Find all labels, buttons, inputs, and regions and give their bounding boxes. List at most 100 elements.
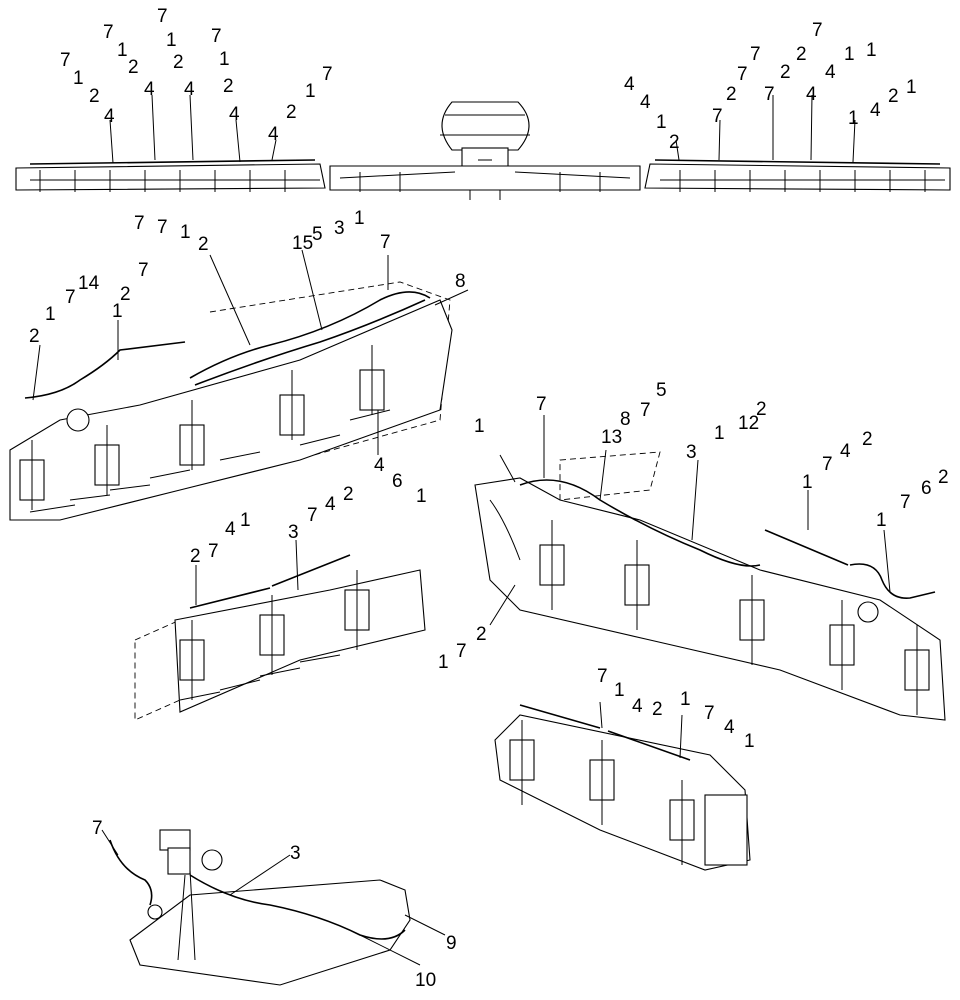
callout: 1 xyxy=(73,68,84,89)
callout: 1 xyxy=(112,301,123,322)
callout: 2 xyxy=(726,84,737,105)
callout: 7 xyxy=(640,400,651,421)
callout: 7 xyxy=(65,287,76,308)
callout: 4 xyxy=(268,124,279,145)
callout: 3 xyxy=(334,218,345,239)
callout: 7 xyxy=(900,492,911,513)
callout: 7 xyxy=(764,84,775,105)
callout: 7 xyxy=(712,106,723,127)
callout: 4 xyxy=(632,696,643,717)
callout: 7 xyxy=(536,394,547,415)
callout: 1 xyxy=(219,49,230,70)
callout: 4 xyxy=(325,494,336,515)
callout: 2 xyxy=(938,467,949,488)
callout: 2 xyxy=(223,76,234,97)
callout: 4 xyxy=(640,92,651,113)
callout: 1 xyxy=(866,40,877,61)
callout: 3 xyxy=(288,522,299,543)
callout: 1 xyxy=(117,40,128,61)
tube-4 xyxy=(764,529,849,566)
right-center-assembly xyxy=(474,415,946,721)
callout: 2 xyxy=(343,484,354,505)
callouts: 7 1 7 1 7 2 2 1 7 4 4 1 2 4 2 7 4 4 2 1 … xyxy=(29,6,949,991)
control-box-b xyxy=(167,847,191,875)
callout: 1 xyxy=(180,222,191,243)
callout: 4 xyxy=(225,519,236,540)
bottom-left-assembly xyxy=(101,829,446,986)
callout: 2 xyxy=(190,546,201,567)
callout: 7 xyxy=(597,666,608,687)
middle-left-assembly xyxy=(134,539,426,721)
callout: 1 xyxy=(614,680,625,701)
hose-6-4 xyxy=(24,341,186,399)
left-boom-section xyxy=(15,163,326,191)
callout: 8 xyxy=(620,409,631,430)
callout: 7 xyxy=(157,217,168,238)
callout: 7 xyxy=(750,44,761,65)
callout: 4 xyxy=(870,100,881,121)
callout: 1 xyxy=(802,472,813,493)
right-boom-hose xyxy=(654,159,941,165)
left-upper-valves xyxy=(19,345,385,510)
callout: 7 xyxy=(822,454,833,475)
callout: 4 xyxy=(144,79,155,100)
callout: 15 xyxy=(292,233,313,254)
panel-outline-right xyxy=(559,451,661,501)
middle-left-valves xyxy=(179,570,370,700)
callout: 4 xyxy=(624,74,635,95)
right-boom-section xyxy=(644,163,951,191)
callout: 7 xyxy=(380,232,391,253)
callout: 2 xyxy=(120,284,131,305)
callout: 1 xyxy=(906,77,917,98)
callout: 2 xyxy=(128,57,139,78)
callout: 7 xyxy=(737,64,748,85)
callout: 3 xyxy=(686,442,697,463)
callout: 1 xyxy=(416,486,427,507)
callout: 2 xyxy=(89,86,100,107)
callout: 2 xyxy=(888,86,899,107)
callout: 9 xyxy=(446,933,457,954)
left-boom-hose xyxy=(29,159,316,165)
callout: 7 xyxy=(138,260,149,281)
fitting-bottom xyxy=(147,904,163,920)
hose-5 xyxy=(194,299,426,386)
callout: 1 xyxy=(848,108,859,129)
callout: 1 xyxy=(166,30,177,51)
boom-brackets xyxy=(30,170,945,192)
callout: 7 xyxy=(157,6,168,27)
callout: 2 xyxy=(862,429,873,450)
callout: 7 xyxy=(134,213,145,234)
callout: 7 xyxy=(307,505,318,526)
callout: 2 xyxy=(29,326,40,347)
callout: 1 xyxy=(744,731,755,752)
callout: 1 xyxy=(714,423,725,444)
callout: 4 xyxy=(229,104,240,125)
hose-10 xyxy=(189,874,406,940)
callout: 1 xyxy=(680,689,691,710)
callout: 7 xyxy=(92,818,103,839)
right-lower-assembly xyxy=(494,701,751,871)
bottom-frame xyxy=(129,879,411,986)
callout: 2 xyxy=(796,44,807,65)
callout: 2 xyxy=(780,62,791,83)
boom-tube-pair xyxy=(189,554,351,609)
fitting-right xyxy=(857,601,879,623)
callout: 7 xyxy=(208,541,219,562)
center-boom-section xyxy=(329,165,641,191)
callout: 5 xyxy=(656,380,667,401)
callout: 7 xyxy=(704,703,715,724)
boom-tube-pair-lower xyxy=(519,704,691,761)
right-center-frame xyxy=(474,477,946,721)
callout: 14 xyxy=(78,273,100,294)
fitting xyxy=(66,408,90,432)
callout: 1 xyxy=(656,112,667,133)
tank-bands xyxy=(440,114,530,136)
callout: 2 xyxy=(652,699,663,720)
hose-9 xyxy=(109,839,153,906)
left-upper-frame xyxy=(9,299,453,521)
callout: 12 xyxy=(738,413,759,434)
center-boom-hose xyxy=(339,171,631,179)
callout: 4 xyxy=(840,441,851,462)
callout: 1 xyxy=(474,416,485,437)
